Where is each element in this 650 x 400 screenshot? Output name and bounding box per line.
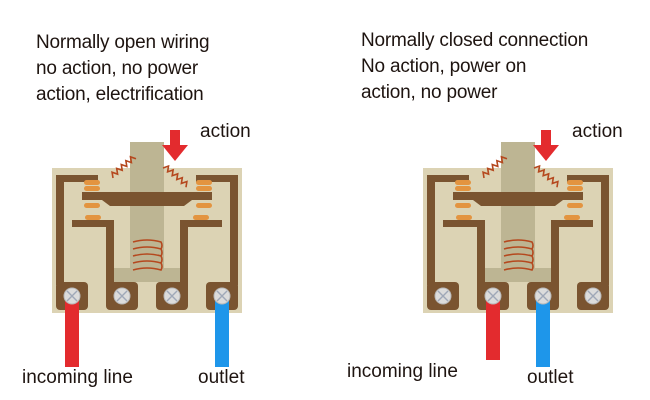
lower-contact xyxy=(85,215,101,220)
incoming-wire xyxy=(486,292,500,360)
bridge-contact xyxy=(84,203,100,208)
plunger xyxy=(130,142,164,282)
title-line: Normally closed connection xyxy=(361,30,589,51)
action-arrow-icon xyxy=(162,130,188,161)
bridge-contact xyxy=(196,203,212,208)
spring-coil xyxy=(132,239,163,271)
terminal-screw xyxy=(163,287,181,305)
arrow-shaft xyxy=(170,130,180,146)
screw-cross xyxy=(116,290,128,302)
normally-closed-switch xyxy=(423,130,613,367)
normally-open-title: Normally open wiring no action, no power… xyxy=(36,30,210,108)
upper-contact xyxy=(455,180,471,185)
terminal-screw xyxy=(113,287,131,305)
outlet-label: outlet xyxy=(198,367,245,388)
screw-cross xyxy=(216,290,228,302)
screw-cross xyxy=(487,290,499,302)
action-arrow-icon xyxy=(533,130,559,161)
lower-contact xyxy=(456,215,472,220)
spring-coil xyxy=(533,164,559,188)
return-spring xyxy=(162,164,188,188)
action-label: action xyxy=(200,121,251,142)
screw-cross xyxy=(437,290,449,302)
spring-coil xyxy=(111,155,137,179)
left-frame-conductor xyxy=(427,175,469,285)
terminal-screw xyxy=(534,287,552,305)
outlet-wire xyxy=(215,292,229,367)
incoming-wire xyxy=(65,292,79,367)
arrow-shaft xyxy=(541,130,551,146)
arrow-head xyxy=(533,145,559,161)
title-line: Normally open wiring xyxy=(36,32,210,53)
plunger-base xyxy=(114,268,180,282)
title-line: action, no power xyxy=(361,82,498,103)
title-line: action, electrification xyxy=(36,84,204,105)
spring-coil xyxy=(482,155,508,179)
terminal-screw xyxy=(63,287,81,305)
upper-contact xyxy=(196,186,212,191)
movable-contact-bridge xyxy=(82,192,212,206)
lower-contact xyxy=(564,215,580,220)
screw-cross xyxy=(166,290,178,302)
bridge-contact xyxy=(455,203,471,208)
return-spring xyxy=(111,155,137,179)
center-spring xyxy=(132,239,163,271)
terminal-screw xyxy=(434,287,452,305)
spring-coil xyxy=(503,239,534,271)
terminal-screw xyxy=(213,287,231,305)
plunger-base xyxy=(485,268,551,282)
right-frame-conductor xyxy=(196,175,238,285)
incoming-line-label: incoming line xyxy=(347,361,458,382)
return-spring xyxy=(533,164,559,188)
outlet-label: outlet xyxy=(527,367,574,388)
action-label: action xyxy=(572,121,623,142)
upper-contact xyxy=(196,180,212,185)
movable-contact-bridge xyxy=(453,192,583,206)
upper-contact xyxy=(84,186,100,191)
arrow-head xyxy=(162,145,188,161)
bridge-contact xyxy=(567,203,583,208)
normally-open-switch xyxy=(52,130,242,367)
right-frame-conductor xyxy=(567,175,609,285)
screw-cross xyxy=(66,290,78,302)
upper-contact xyxy=(455,186,471,191)
lower-contact xyxy=(193,215,209,220)
screw-cross xyxy=(587,290,599,302)
upper-contact xyxy=(567,180,583,185)
terminal-screw xyxy=(584,287,602,305)
upper-contact xyxy=(567,186,583,191)
center-spring xyxy=(503,239,534,271)
left-frame-conductor xyxy=(56,175,98,285)
title-line: no action, no power xyxy=(36,58,199,79)
upper-contact xyxy=(84,180,100,185)
spring-coil xyxy=(162,164,188,188)
title-line: No action, power on xyxy=(361,56,527,77)
terminal-screw xyxy=(484,287,502,305)
outlet-wire xyxy=(536,292,550,367)
incoming-line-label: incoming line xyxy=(22,367,133,388)
plunger xyxy=(501,142,535,282)
return-spring xyxy=(482,155,508,179)
screw-cross xyxy=(537,290,549,302)
normally-closed-title: Normally closed connection No action, po… xyxy=(361,28,588,106)
